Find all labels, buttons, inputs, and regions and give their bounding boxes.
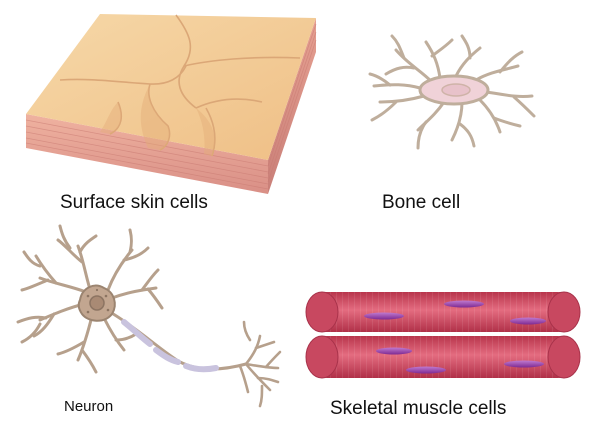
bone-cell-processes <box>368 34 536 150</box>
muscle-nuclei-upper <box>364 300 546 325</box>
label-surface-skin-cells: Surface skin cells <box>60 192 208 213</box>
skin-cell-shading <box>100 84 215 156</box>
muscle-fiber-lower <box>305 335 581 379</box>
bone-cell-illustration <box>368 34 536 150</box>
label-neuron: Neuron <box>64 398 114 415</box>
muscle-cells-illustration <box>305 291 581 379</box>
muscle-nuclei-lower <box>376 347 544 374</box>
neuron-soma-texture <box>86 288 110 314</box>
neuron-dendrites <box>16 224 164 374</box>
label-bone-cell: Bone cell <box>382 192 461 213</box>
muscle-fiber-upper <box>305 291 581 333</box>
label-skeletal-muscle-cells: Skeletal muscle cells <box>330 398 507 419</box>
skin-cell-boundaries <box>59 14 301 157</box>
neuron-axon-terminals <box>238 320 282 408</box>
neuron-nucleus <box>89 295 105 311</box>
bone-cell-nucleus <box>441 83 471 97</box>
neuron-myelin-sheath <box>121 319 219 373</box>
skin-cells-illustration <box>25 14 317 194</box>
neuron-illustration <box>16 224 282 408</box>
skin-layer-lines <box>25 23 317 190</box>
